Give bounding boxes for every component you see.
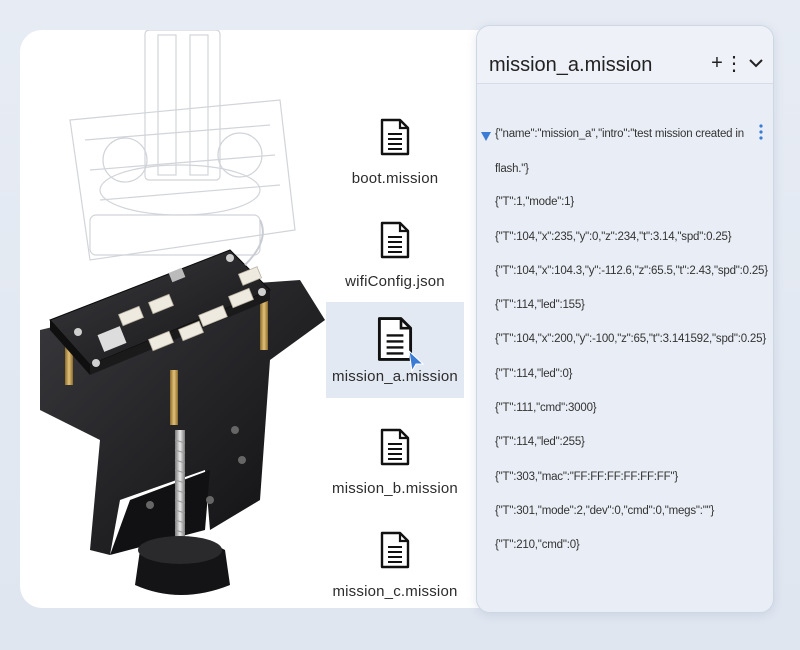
- panel-title: mission_a.mission: [489, 54, 653, 76]
- mission-line[interactable]: {"T":104,"x":235,"y":0,"z":234,"t":3.14,…: [495, 231, 732, 243]
- file-name: mission_c.mission: [332, 583, 458, 600]
- chevron-down-icon: [749, 59, 763, 68]
- mission-line[interactable]: {"T":114,"led":0}: [495, 368, 573, 380]
- mission-line[interactable]: {"T":114,"led":155}: [495, 299, 585, 311]
- mission-line[interactable]: {"T":114,"led":255}: [495, 436, 585, 448]
- mission-line[interactable]: {"T":111,"cmd":3000}: [495, 402, 597, 414]
- file-name: boot.mission: [351, 170, 439, 187]
- file-item-wificonfig-json[interactable]: wifiConfig.json: [326, 205, 464, 301]
- document-icon: [380, 531, 410, 569]
- mission-line[interactable]: {"T":104,"x":104.3,"y":-112.6,"z":65.5,"…: [495, 265, 768, 277]
- add-button[interactable]: +: [711, 51, 723, 74]
- mission-line[interactable]: {"T":301,"mode":2,"dev":0,"cmd":0,"megs"…: [495, 505, 715, 517]
- file-item-mission-a[interactable]: mission_a.mission: [326, 302, 464, 398]
- mission-editor-panel: mission_a.mission + ⋮ {"name":"mission_a…: [476, 25, 774, 613]
- file-item-mission-b[interactable]: mission_b.mission: [326, 412, 464, 508]
- document-icon: [380, 221, 410, 259]
- line-menu-icon[interactable]: [758, 124, 764, 140]
- file-name: mission_b.mission: [332, 480, 458, 497]
- more-options-button[interactable]: ⋮: [724, 52, 744, 75]
- expand-triangle-icon[interactable]: [481, 132, 491, 141]
- file-item-mission-c[interactable]: mission_c.mission: [326, 515, 464, 611]
- robot-arm-clamp-illustration: [40, 30, 325, 595]
- document-icon: [380, 428, 410, 466]
- ghost-arm: [69, 30, 296, 261]
- document-icon: [377, 317, 413, 361]
- mission-line[interactable]: flash."}: [495, 163, 529, 175]
- mission-line[interactable]: {"name":"mission_a","intro":"test missio…: [495, 128, 744, 140]
- mission-line[interactable]: {"T":104,"x":200,"y":-100,"z":65,"t":3.1…: [495, 333, 766, 345]
- file-name: wifiConfig.json: [345, 273, 445, 290]
- document-icon: [380, 118, 410, 156]
- file-item-boot-mission[interactable]: boot.mission: [326, 102, 464, 198]
- mission-content: {"name":"mission_a","intro":"test missio…: [477, 84, 773, 612]
- mission-line[interactable]: {"T":210,"cmd":0}: [495, 539, 580, 551]
- panel-header: mission_a.mission + ⋮: [477, 26, 773, 84]
- mouse-cursor-icon: [408, 350, 424, 372]
- file-name: mission_a.mission: [332, 368, 458, 385]
- mission-line[interactable]: {"T":303,"mac":"FF:FF:FF:FF:FF:FF"}: [495, 471, 678, 483]
- collapse-button[interactable]: [747, 52, 765, 74]
- mission-line[interactable]: {"T":1,"mode":1}: [495, 196, 574, 208]
